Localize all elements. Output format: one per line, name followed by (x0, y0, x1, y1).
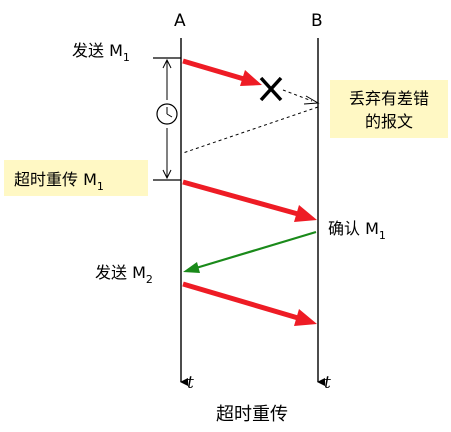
x-mark-icon (259, 76, 283, 102)
timeline-b-axis-label: t (324, 373, 331, 393)
node-a-label: A (174, 11, 186, 31)
timeout-interval-top-arrowhead (162, 58, 172, 69)
confirm-m1-subscript: 1 (379, 229, 386, 242)
send-m1-subscript: 1 (123, 51, 130, 64)
node-b-label: B (311, 11, 323, 31)
retransmit-highlight (4, 160, 148, 196)
send-m2-label: 发送 M2 (95, 263, 153, 286)
send-m1-label: 发送 M1 (72, 41, 130, 64)
dashed-drop-path (282, 89, 313, 102)
drop-note-line1: 丢弃有差错 (349, 89, 429, 108)
m1-arrow-retransmitted (182, 179, 317, 222)
send-m2-text: 发送 M (95, 263, 146, 282)
drop-note-line2: 的报文 (365, 112, 413, 131)
send-m1-text: 发送 M (72, 41, 123, 60)
retransmit-m1-text: 超时重传 M (14, 170, 97, 189)
retransmit-m1-label: 超时重传 M1 (14, 170, 104, 193)
timeline-a-axis-label: t (187, 373, 194, 393)
clock-icon (156, 103, 178, 125)
retransmit-m1-subscript: 1 (97, 180, 104, 193)
timeout-interval-bottom-arrowhead (162, 169, 172, 180)
dashed-timeout-line (182, 106, 319, 154)
diagram-caption: 超时重传 (216, 404, 288, 425)
m2-arrow (182, 281, 317, 326)
confirm-m1-text: 确认 M (328, 219, 379, 238)
ack-arrow (183, 230, 317, 273)
drop-note-highlight (330, 80, 448, 138)
send-m2-subscript: 2 (146, 273, 153, 286)
m1-arrow-lost (182, 58, 262, 86)
dashed-drop-arrowhead (303, 95, 320, 105)
confirm-m1-label: 确认 M1 (328, 219, 386, 242)
